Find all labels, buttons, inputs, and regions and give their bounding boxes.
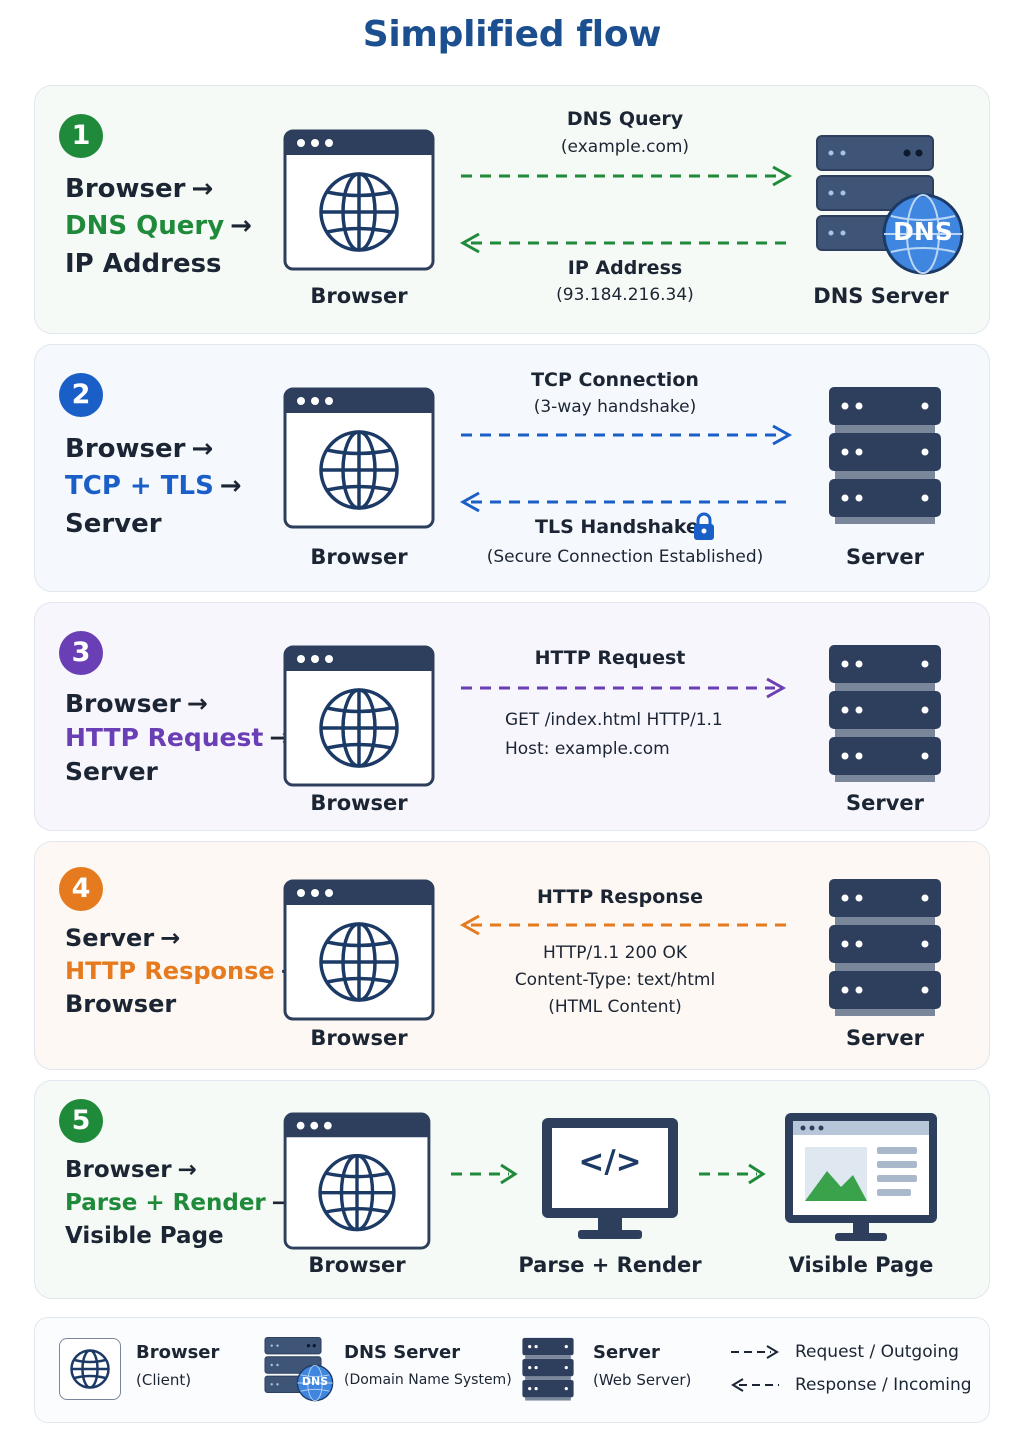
server-icon [827,643,943,783]
legend-server-sub: (Web Server) [593,1371,692,1389]
legend-request-arrow [731,1345,779,1359]
step-2-server-label: Server [845,545,924,569]
browser-icon [283,387,435,529]
step-3-browser-label: Browser [310,791,408,815]
step-4-panel: 4 Server→ HTTP Response→ Browser Browser… [34,841,990,1070]
step-2-panel: 2 Browser→ TCP + TLS→ Server Browser TCP… [34,344,990,592]
step-3-line3: Server [65,757,158,786]
step-3-server-label: Server [845,791,924,815]
legend-server-title: Server [593,1342,660,1363]
step-2-browser-label: Browser [310,545,408,569]
step-2-msg1-title: TCP Connection [531,369,699,391]
step-3-line1: Browser→ [65,689,208,718]
step-4-server-label: Server [845,1026,924,1050]
legend-dns-title: DNS Server [344,1342,461,1363]
lock-icon [694,512,714,540]
step-2-line2: TCP + TLS→ [65,471,242,501]
step-3-badge: 3 [59,631,103,675]
browser-icon [283,129,435,271]
step-5-line2: Parse + Render→ [65,1190,292,1216]
step-2-badge: 2 [59,373,103,417]
step-1-badge: 1 [59,114,103,158]
step-1-msg1-sub: (example.com) [560,137,690,157]
step-1-browser-label: Browser [310,284,408,308]
step-2-arrow-2: → [219,471,242,501]
step-5-badge: 5 [59,1099,103,1143]
step-5-panel: 5 Browser→ Parse + Render→ Visible Page … [34,1080,990,1299]
step-4-arrow-1: → [160,924,181,952]
page-title: Simplified flow [362,14,662,55]
step-1-panel: 1 Browser→ DNS Query→ IP Address Browser… [34,85,990,334]
step-5-render-label: Parse + Render [518,1253,702,1277]
http-response-body: HTTP/1.1 200 OK Content-Type: text/html … [514,943,716,1017]
legend-server-icon [521,1337,575,1401]
step-5-browser-label: Browser [308,1253,406,1277]
step-1-arrow-2: → [230,211,252,241]
tls-handshake-arrow [459,491,793,513]
legend-browser-icon-frame [59,1338,121,1400]
to-page-arrow [699,1163,766,1185]
step-3-msg-title: HTTP Request [534,647,686,669]
step-1-line1: Browser→ [65,174,214,204]
ip-address-arrow [459,232,793,254]
legend-dns-sub: (Domain Name System) [344,1372,512,1388]
tcp-connection-arrow [461,424,793,446]
step-2-line3: Server [65,509,162,539]
http-request-arrow [461,677,787,699]
globe-icon [70,1349,110,1389]
step-4-line3: Browser [65,990,177,1018]
step-1-server-label: DNS Server [813,284,949,308]
legend-dns-badge: DNS [301,1375,329,1388]
browser-icon [283,645,435,787]
legend: Browser (Client) DNS DNS Server (Domain … [34,1317,990,1423]
step-4-line1: Server→ [65,924,181,952]
http-request-body: GET /index.html HTTP/1.1 Host: example.c… [505,710,723,759]
step-3-line2: HTTP Request→ [65,723,291,752]
step-4-browser-label: Browser [310,1026,408,1050]
browser-icon [283,1112,431,1250]
step-2-msg2-title: TLS Handshake [535,516,699,538]
step-1-msg2-title: IP Address [567,257,683,279]
step-3-panel: 3 Browser→ HTTP Request→ Server Browser … [34,602,990,831]
step-4-line2: HTTP Response→ [65,957,301,985]
legend-response-label: Response / Incoming [795,1375,972,1395]
step-5-line3: Visible Page [65,1223,224,1249]
step-5-line1: Browser→ [65,1157,197,1183]
dns-query-arrow [461,165,793,187]
code-brackets-icon: </> [578,1144,642,1180]
step-3-arrow-1: → [186,689,208,718]
legend-response-arrow [731,1378,779,1392]
step-2-msg1-sub: (3-way handshake) [533,397,697,417]
server-icon [827,385,943,525]
legend-browser-sub: (Client) [136,1371,192,1389]
step-2-line1: Browser→ [65,434,214,464]
step-5-page-label: Visible Page [788,1253,934,1277]
step-4-msg-title: HTTP Response [537,886,703,908]
step-4-badge: 4 [59,867,103,911]
dns-badge-text: DNS [893,217,953,246]
step-1-msg2-sub: (93.184.216.34) [556,285,694,305]
step-2-msg2-sub: (Secure Connection Established) [486,547,764,567]
server-icon [827,877,943,1017]
step-1-line2: DNS Query→ [65,211,252,241]
step-1-arrow-1: → [191,174,214,204]
legend-request-label: Request / Outgoing [795,1342,959,1362]
http-response-arrow [459,914,787,936]
step-2-arrow-1: → [191,434,214,464]
step-5-arrow-1: → [177,1157,197,1183]
step-1-msg1-title: DNS Query [566,108,684,130]
browser-icon [283,879,435,1021]
step-1-line3: IP Address [65,249,222,279]
legend-browser-title: Browser [136,1342,220,1363]
to-render-arrow [451,1163,518,1185]
visible-page-monitor-icon [783,1111,939,1245]
